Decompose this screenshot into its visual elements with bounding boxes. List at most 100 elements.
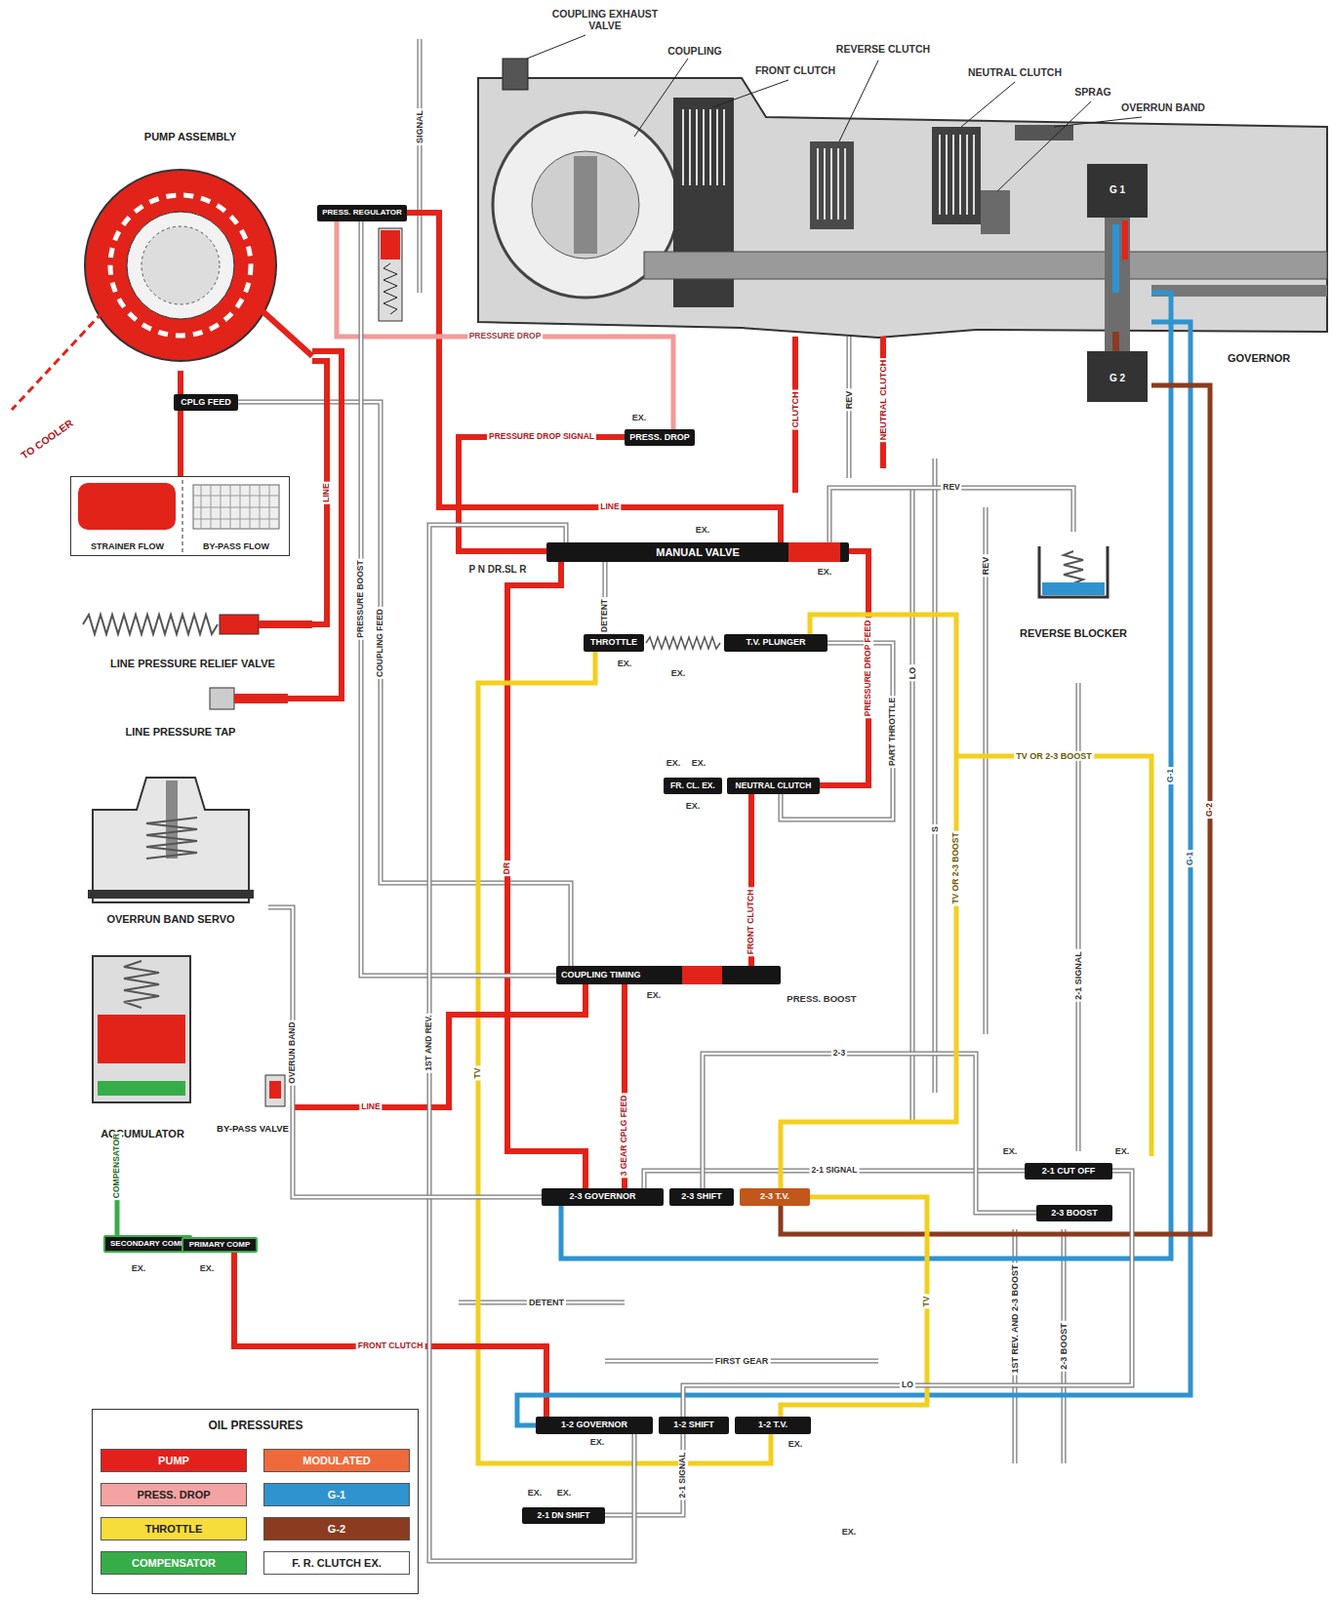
passage	[932, 458, 938, 1093]
passage-line	[234, 1252, 547, 1417]
valve-body: T.V. PLUNGER	[724, 634, 828, 652]
passage-line	[780, 614, 957, 1189]
callout-label: SIGNAL	[414, 108, 425, 146]
passage-label: FRONT CLUTCH	[746, 888, 757, 958]
legend-text: MODULATED	[302, 1454, 370, 1467]
oil-passage	[336, 221, 674, 430]
callout-label: TV OR 2-3 BOOST	[1013, 751, 1094, 762]
callout-label: EX.	[689, 758, 709, 768]
part-label: PRESS. DROP	[629, 433, 690, 444]
passage-outline	[683, 1170, 1132, 1417]
callout-label: LO	[907, 665, 918, 683]
coupling-stator	[573, 156, 598, 254]
part-label: BY-PASS FLOW	[202, 542, 270, 553]
exhaust-valve	[502, 58, 528, 90]
passage-label: PART THROTTLE	[888, 694, 898, 767]
passage-label: TV	[473, 1066, 484, 1082]
callout-label: EX.	[645, 990, 664, 1001]
callout-label: COUPLING EXHAUST VALVE	[544, 7, 666, 32]
regulator-spool	[380, 230, 401, 260]
strainer-flow	[78, 483, 176, 530]
reverse-blocker-cup	[1039, 546, 1108, 598]
callout-label: REVERSE CLUTCH	[834, 42, 932, 55]
accumulator-housing	[92, 956, 191, 1103]
pump-gear	[110, 195, 251, 336]
governor-g1	[1087, 163, 1148, 218]
oil-passage	[507, 562, 586, 1189]
part-label: 2-3 SHIFT	[681, 1192, 723, 1203]
reverse-blocker-spring	[1063, 551, 1084, 584]
callout-label: FIRST GEAR	[713, 1356, 771, 1367]
servo-housing	[92, 777, 249, 903]
part-label: STRAINER FLOW	[90, 542, 164, 553]
valve-body: 2-3 BOOST	[1036, 1205, 1113, 1222]
oil-passage	[605, 1434, 684, 1516]
part-label: SECONDARY COMP	[110, 1240, 186, 1250]
passage-line	[561, 292, 1171, 1259]
callout-label: FRONT CLUTCH	[753, 64, 838, 77]
oil-passage	[406, 212, 781, 543]
valve-body: SECONDARY COMP	[103, 1235, 193, 1253]
callout-label: PRESS. BOOST	[784, 994, 858, 1006]
passage-label: PRESSURE BOOST	[356, 558, 366, 640]
passage-label: COMPENSATOR	[112, 1131, 122, 1201]
valve-body: 1-2 T.V.	[734, 1416, 811, 1435]
legend-box: PUMPMODULATEDPRESS. DROPG-1THROTTLEG-2CO…	[91, 1409, 419, 1595]
valve-body: 1-2 GOVERNOR	[535, 1416, 653, 1435]
callout-label: TO COOLER	[16, 415, 77, 463]
legend-text: G-2	[327, 1523, 346, 1535]
illustration-box: PUMP ASSEMBLY	[68, 128, 313, 371]
part-label: THROTTLE	[590, 638, 638, 648]
callout-label: NEUTRAL CLUTCH	[878, 358, 888, 443]
passage-label: TV	[922, 1293, 932, 1309]
tap-port	[234, 693, 288, 704]
relief-spring	[82, 614, 218, 635]
callout-label: 2-3 BOOST	[1058, 1321, 1069, 1373]
regulator-spring	[383, 263, 398, 315]
part-label: COUPLING TIMING	[561, 970, 642, 981]
oil-passage	[478, 651, 771, 1464]
passage-label: OVERUN BAND	[287, 1019, 298, 1086]
callout-label: EX.	[815, 566, 835, 577]
passage-label: 3 GEAR CPLG FEED	[619, 1093, 630, 1179]
oil-passage	[180, 370, 182, 477]
callout-label: REV	[980, 555, 991, 578]
callout-label: 2-1 SIGNAL	[1073, 949, 1084, 1003]
servo-band	[87, 889, 254, 899]
oil-passage	[819, 551, 869, 786]
valve-body: 2-3 T.V.	[739, 1188, 810, 1207]
callout-label: G 2	[1107, 372, 1128, 385]
callout-label: EX.	[786, 1439, 806, 1450]
callout-label: 1ST REV. AND 2-3 BOOST	[1009, 1263, 1020, 1376]
strainer-box: STRAINER FLOW BY-PASS FLOW	[70, 476, 290, 557]
part-label: FR. CL. EX.	[670, 781, 716, 791]
main-shaft	[644, 251, 1328, 280]
oil-passage	[429, 524, 635, 1562]
passage-core	[361, 221, 557, 976]
callout-label: P N DR.SL R	[466, 564, 528, 576]
callout-label: EX.	[684, 801, 703, 811]
legend-swatch: MODULATED	[263, 1449, 410, 1473]
passage	[417, 39, 423, 293]
part-label: LINE PRESSURE TAP	[125, 726, 237, 740]
callout-label: EX.	[588, 1437, 607, 1448]
legend-text: PRESS. DROP	[136, 1489, 210, 1501]
part-label: PRESS. REGULATOR	[322, 208, 403, 218]
part-label: MANUAL VALVE	[655, 546, 740, 559]
tv-spring	[645, 637, 721, 649]
part-label: T.V. PLUNGER	[745, 638, 806, 648]
passage	[910, 487, 916, 1123]
valve-body: NEUTRAL CLUTCH	[726, 777, 820, 795]
illustration-box: BY-PASS VALVE	[212, 1073, 293, 1136]
passage-outline	[361, 221, 557, 976]
pump-hub	[126, 211, 235, 320]
legend-text: G-1	[327, 1489, 346, 1501]
illustration-box: REVERSE BLOCKER	[1014, 531, 1132, 642]
pump-outlet	[261, 310, 313, 357]
part-label: OVERRUN BAND SERVO	[106, 913, 235, 928]
callout-label: EX.	[693, 524, 713, 535]
legend-text: PUMP	[158, 1454, 190, 1467]
part-label: 2-3 BOOST	[1050, 1209, 1098, 1219]
pump-body	[84, 169, 277, 362]
